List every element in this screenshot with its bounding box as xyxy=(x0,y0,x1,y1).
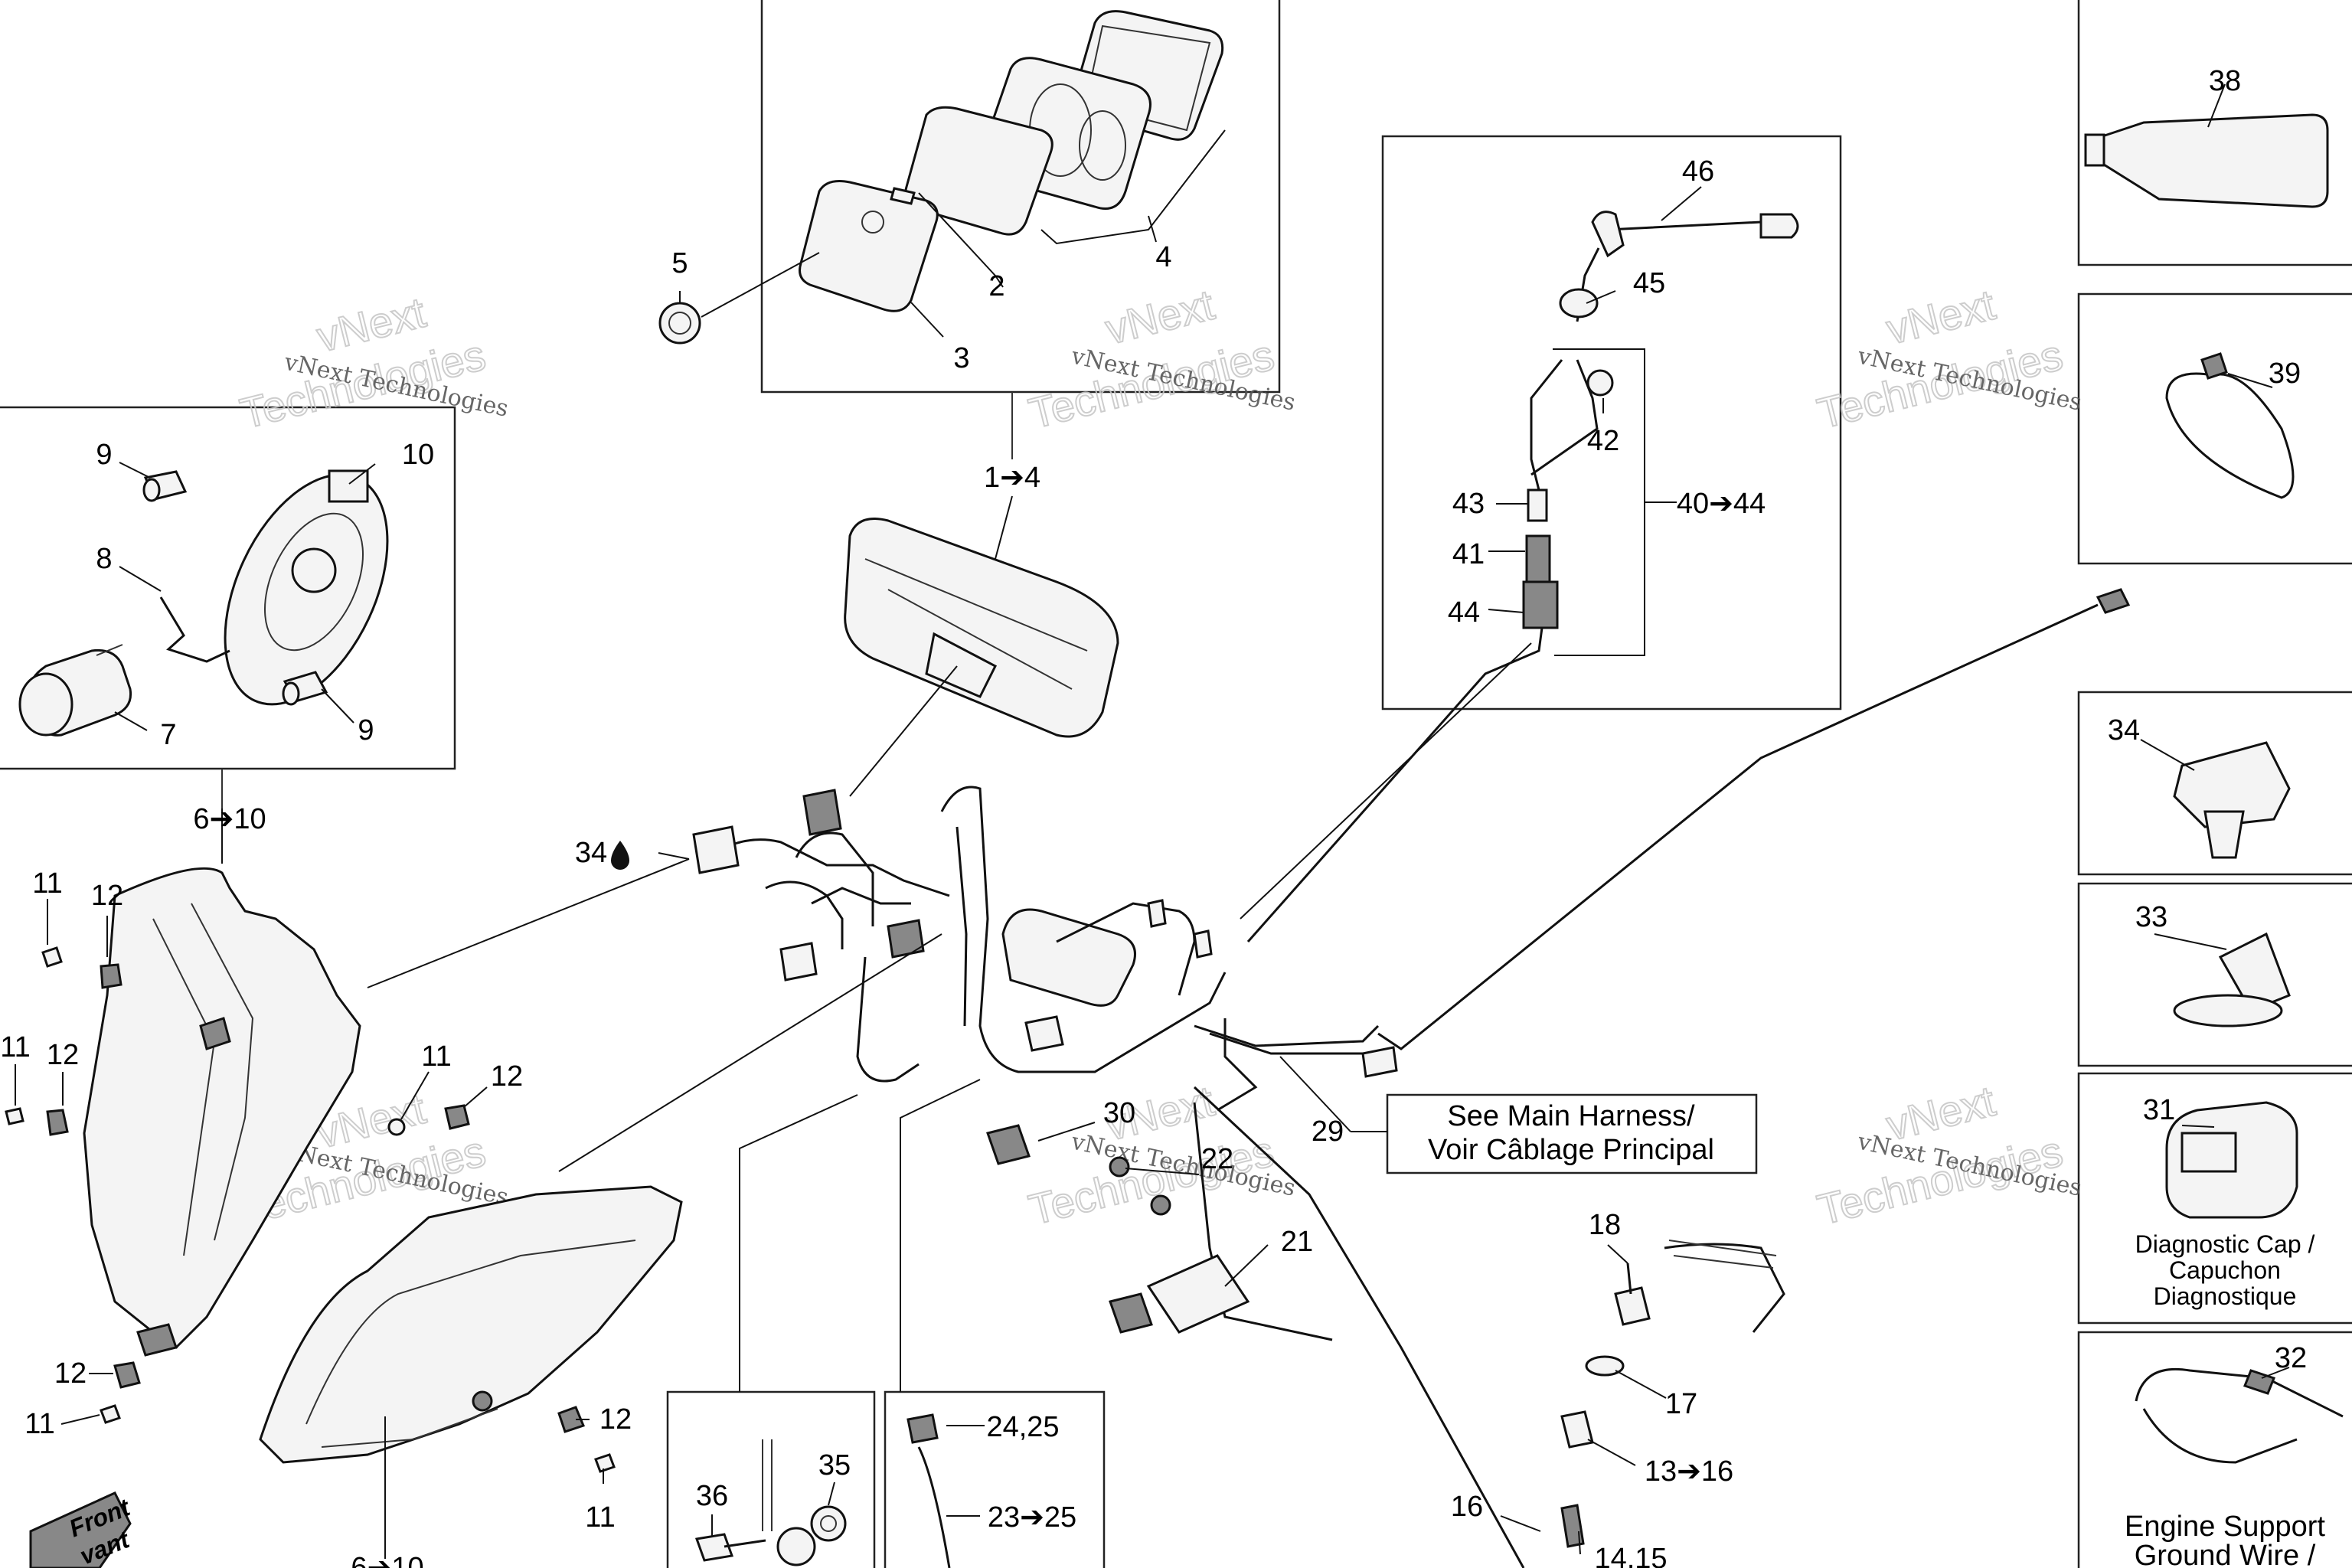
watermark-text: vNext xyxy=(1101,280,1220,354)
side-boxes xyxy=(2077,0,2352,1568)
bottom-box-parts xyxy=(694,1413,985,1568)
callout-17: 17 xyxy=(1665,1388,1697,1420)
callout-22: 22 xyxy=(1201,1143,1233,1175)
callout-12b: 12 xyxy=(47,1039,79,1071)
gauge-cluster-parts xyxy=(658,10,1224,345)
callout-40-44: 40➔44 xyxy=(1677,488,1766,520)
callout-16: 16 xyxy=(1451,1491,1483,1523)
dess-parts xyxy=(1246,186,1799,942)
callout-2: 2 xyxy=(988,270,1004,302)
callout-13-16: 13➔16 xyxy=(1645,1455,1733,1488)
gauge-cluster-box xyxy=(760,0,1281,459)
main-harness-note-line1: See Main Harness/ xyxy=(1447,1100,1695,1132)
callout-12c: 12 xyxy=(491,1060,523,1093)
callout-30: 30 xyxy=(1103,1097,1135,1129)
callout-39: 39 xyxy=(2269,358,2301,390)
callout-44: 44 xyxy=(1448,596,1480,629)
callout-24-25: 24,25 xyxy=(986,1411,1059,1443)
frame-bar xyxy=(795,786,1227,1083)
callout-29: 29 xyxy=(1312,1116,1344,1148)
gauge-cluster-leaders xyxy=(679,129,1226,338)
callout-3: 3 xyxy=(953,342,969,374)
callout-11e: 11 xyxy=(585,1501,615,1534)
callout-4: 4 xyxy=(1155,241,1171,273)
callout-33: 33 xyxy=(2135,901,2167,933)
diagnostic-cap-label-2: Capuchon xyxy=(2169,1256,2281,1284)
callout-9a: 9 xyxy=(96,439,112,471)
callout-41: 41 xyxy=(1452,538,1485,570)
callout-12e: 12 xyxy=(599,1403,632,1436)
callout-46: 46 xyxy=(1682,155,1714,188)
callout-23-25: 23➔25 xyxy=(988,1501,1076,1534)
callout-14-15: 14,15 xyxy=(1594,1543,1667,1568)
callout-8: 8 xyxy=(96,543,112,575)
callout-6-10-bottom: 6➔10 xyxy=(351,1552,423,1568)
front-arrow-icon: Front vant xyxy=(29,1491,135,1568)
headlamp-parts xyxy=(18,469,389,737)
diagnostic-cap-label-1: Diagnostic Cap / xyxy=(2135,1230,2315,1258)
ground-wire-label-2: Ground Wire / xyxy=(2135,1540,2316,1568)
callout-21: 21 xyxy=(1281,1226,1313,1258)
callout-11a: 11 xyxy=(32,867,62,900)
callout-11b: 11 xyxy=(0,1031,30,1063)
callout-11d: 11 xyxy=(24,1408,54,1440)
headlamp-fasteners xyxy=(5,946,616,1473)
callout-43: 43 xyxy=(1452,488,1485,520)
headlamp-assembly-left xyxy=(83,867,361,1357)
callout-1-4: 1➔4 xyxy=(984,462,1040,494)
callout-31: 31 xyxy=(2143,1094,2175,1126)
main-harness-note-line2: Voir Câblage Principal xyxy=(1428,1134,1714,1166)
ground-wire-label-1: Engine Support xyxy=(2125,1511,2325,1543)
callout-12d: 12 xyxy=(54,1357,87,1390)
side-box-notes: Diagnostic Cap / Capuchon Diagnostique E… xyxy=(2125,1230,2325,1568)
grease-drop-icon xyxy=(611,841,629,870)
callout-18: 18 xyxy=(1589,1209,1621,1241)
callout-6-10-top: 6➔10 xyxy=(193,803,266,835)
gauge-cluster-assembly xyxy=(844,518,1119,738)
callout-5: 5 xyxy=(671,247,688,279)
callout-42: 42 xyxy=(1587,425,1619,457)
headlamp-assembly-right xyxy=(259,1185,683,1464)
tether-parts xyxy=(1500,1240,1785,1555)
headlamp-leaders-2 xyxy=(15,808,604,1559)
headlamp-leaders xyxy=(114,462,376,731)
callout-45: 45 xyxy=(1633,267,1665,299)
bottom-boxes xyxy=(666,1390,1106,1568)
main-harness-note: See Main Harness/ Voir Câblage Principal xyxy=(1355,1093,1758,1174)
callout-32: 32 xyxy=(2275,1342,2307,1374)
callout-9b: 9 xyxy=(358,714,374,746)
callout-7: 7 xyxy=(160,719,176,751)
callout-11c: 11 xyxy=(421,1040,451,1073)
main-leaders xyxy=(367,495,1532,1392)
callout-35: 35 xyxy=(818,1449,851,1481)
callout-36: 36 xyxy=(696,1480,728,1512)
wiring-harness xyxy=(692,588,2131,1568)
callout-34-box: 34 xyxy=(2108,714,2140,746)
callout-labels: 1➔4 2 3 4 5 6➔10 6➔10 7 8 9 9 10 11 11 1… xyxy=(0,65,2307,1568)
callout-34-main: 34 xyxy=(575,837,607,869)
dess-key-box xyxy=(1381,135,1842,710)
watermark-text: vNext xyxy=(1882,280,2001,354)
callout-38: 38 xyxy=(2209,65,2241,97)
side-box-parts xyxy=(2084,83,2344,1464)
diagnostic-cap-label-3: Diagnostique xyxy=(2154,1282,2297,1310)
callout-10: 10 xyxy=(402,439,434,471)
headlamp-box xyxy=(0,406,456,808)
callout-12a: 12 xyxy=(91,880,123,912)
